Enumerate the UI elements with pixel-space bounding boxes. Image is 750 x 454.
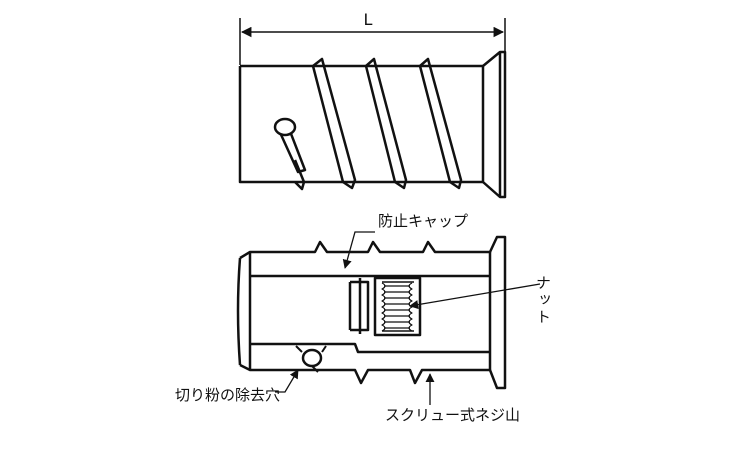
- cap-leader: [342, 231, 375, 269]
- bore-lower-wall: [250, 342, 490, 354]
- cap-label: 防止キャップ: [378, 212, 468, 230]
- section-view: [236, 235, 507, 390]
- side-view: [238, 18, 507, 199]
- pin: [273, 117, 307, 174]
- length-label: L: [364, 10, 373, 29]
- leader-lines: [275, 231, 541, 405]
- nut: [373, 276, 422, 337]
- outer-bottom-profile: [239, 363, 490, 385]
- chip-hole-leader: [275, 369, 299, 393]
- thread-crests: [293, 57, 463, 191]
- outer-top-profile: [239, 235, 507, 390]
- nut-leader: [409, 283, 541, 310]
- chip-hole-label: 切り粉の除去穴: [175, 386, 280, 404]
- nut-label: ナット: [534, 275, 552, 326]
- body-outline: [238, 64, 483, 184]
- length-dimension: [239, 18, 506, 65]
- cap-shape: [348, 278, 370, 334]
- flange: [481, 50, 507, 199]
- left-end: [236, 252, 252, 370]
- thread-label: スクリュー式ネジ山: [385, 406, 520, 424]
- hole-pin: [295, 345, 327, 373]
